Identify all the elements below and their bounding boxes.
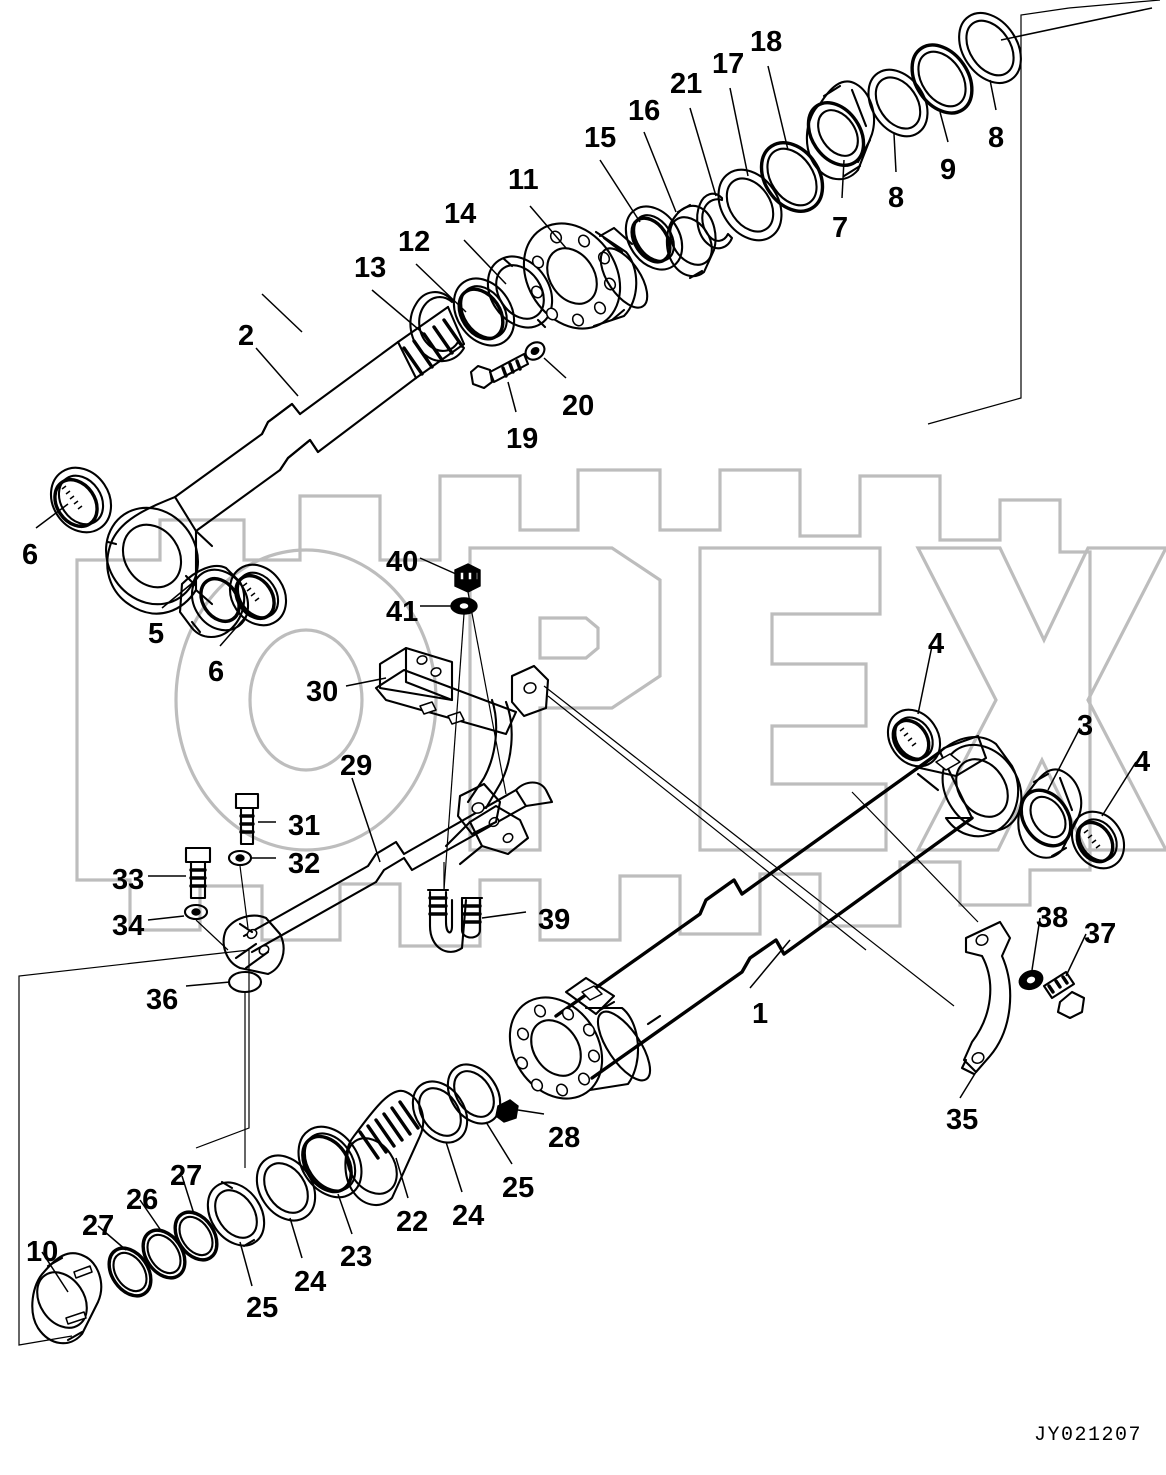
drawing-number: JY021207: [1033, 1424, 1142, 1447]
callout-25-b: 25: [246, 1292, 279, 1324]
o-ring-8a: [867, 68, 929, 138]
callout-18: 18: [750, 26, 783, 58]
piston-bushing-7: [805, 80, 876, 181]
callout-8-b: 8: [988, 122, 1005, 154]
grouping-boundary-lines: [18, 0, 1161, 1346]
callout-5: 5: [148, 618, 165, 650]
callout-40: 40: [386, 546, 419, 578]
bearing-4-upper: [886, 708, 942, 768]
plug-36: [227, 970, 263, 994]
bolt-37: [1042, 970, 1086, 1020]
hydraulic-tube-29: [222, 781, 554, 976]
ring-24a: [411, 1080, 469, 1144]
ring-25b: [206, 1180, 266, 1248]
bolt-19: [469, 352, 530, 390]
watermark-opex: [75, 468, 1166, 948]
callout-36: 36: [146, 984, 179, 1016]
rod-end-bearing-left: [49, 466, 113, 534]
callout-26: 26: [126, 1184, 159, 1216]
callout-6-right: 6: [208, 656, 225, 688]
ring-26: [141, 1228, 187, 1280]
callout-24-a: 24: [452, 1200, 485, 1232]
callout-17: 17: [712, 48, 745, 80]
seal-pack-22: [344, 1089, 425, 1207]
bolt-33: [184, 846, 212, 900]
rod-end-bushing-5: [178, 564, 250, 639]
clamp-35: [960, 920, 1012, 1076]
callout-22: 22: [396, 1206, 429, 1238]
callout-10: 10: [26, 1236, 59, 1268]
callout-7: 7: [832, 212, 849, 244]
callout-30: 30: [306, 676, 339, 708]
seal-17: [717, 168, 783, 242]
callout-21: 21: [670, 68, 703, 100]
leader-lines: [35, 7, 1153, 1293]
washer-38: [1018, 969, 1044, 991]
washer-20: [524, 341, 546, 361]
callout-1: 1: [752, 998, 769, 1030]
hose-elbow-39: [426, 888, 484, 953]
ring-25a: [446, 1063, 502, 1125]
callout-33: 33: [112, 864, 145, 896]
washer-34: [183, 903, 209, 921]
snap-ring-13: [409, 291, 466, 363]
callout-31: 31: [288, 810, 321, 842]
callout-28: 28: [548, 1122, 581, 1154]
callout-37: 37: [1084, 918, 1117, 950]
callout-14: 14: [444, 198, 477, 230]
callout-25-a: 25: [502, 1172, 535, 1204]
callout-41: 41: [386, 596, 419, 628]
callout-38: 38: [1036, 902, 1069, 934]
callout-24-b: 24: [294, 1266, 327, 1298]
callout-27-b: 27: [82, 1210, 115, 1242]
bearing-4-tube-end: [1070, 810, 1126, 870]
callout-35: 35: [946, 1104, 979, 1136]
seal-18: [759, 141, 825, 213]
snap-ring-21: [696, 192, 734, 250]
callout-11: 11: [508, 164, 539, 196]
callout-13: 13: [354, 252, 387, 284]
callout-39: 39: [538, 904, 571, 936]
callout-4-tube-end: 4: [1134, 746, 1151, 778]
callout-34: 34: [112, 910, 145, 942]
washer-41: [450, 597, 478, 615]
cylinder-tube-1: [508, 734, 1023, 1100]
washer-32: [227, 849, 253, 867]
ring-27a: [173, 1210, 219, 1262]
callout-20: 20: [562, 390, 595, 422]
callout-29: 29: [340, 750, 373, 782]
seal-23: [297, 1125, 363, 1199]
wear-ring-14: [486, 255, 554, 329]
callout-12: 12: [398, 226, 431, 258]
bolt-31: [234, 792, 260, 846]
callout-9: 9: [940, 154, 957, 186]
tube-bracket-30: [374, 646, 550, 836]
callout-32: 32: [288, 848, 321, 880]
bushing-head-10: [31, 1252, 103, 1345]
callout-15: 15: [584, 122, 617, 154]
o-ring-8b: [958, 12, 1022, 84]
callout-4-upper: 4: [928, 628, 945, 660]
callout-2: 2: [238, 320, 255, 352]
piston-ring-12: [452, 277, 516, 347]
callout-6-left: 6: [22, 539, 39, 571]
callout-16: 16: [628, 95, 661, 127]
seal-16: [665, 203, 717, 280]
ring-27b: [107, 1246, 153, 1298]
rod-end-bearing-right: [228, 563, 288, 627]
piston-11: [522, 222, 649, 330]
backup-ring-9: [910, 43, 974, 115]
callout-19: 19: [506, 423, 539, 455]
callout-27-a: 27: [170, 1160, 203, 1192]
nut-40: [454, 563, 481, 593]
callout-8-a: 8: [888, 182, 905, 214]
callout-3: 3: [1077, 710, 1094, 742]
callout-23: 23: [340, 1241, 373, 1273]
bushing-3: [1017, 768, 1083, 859]
